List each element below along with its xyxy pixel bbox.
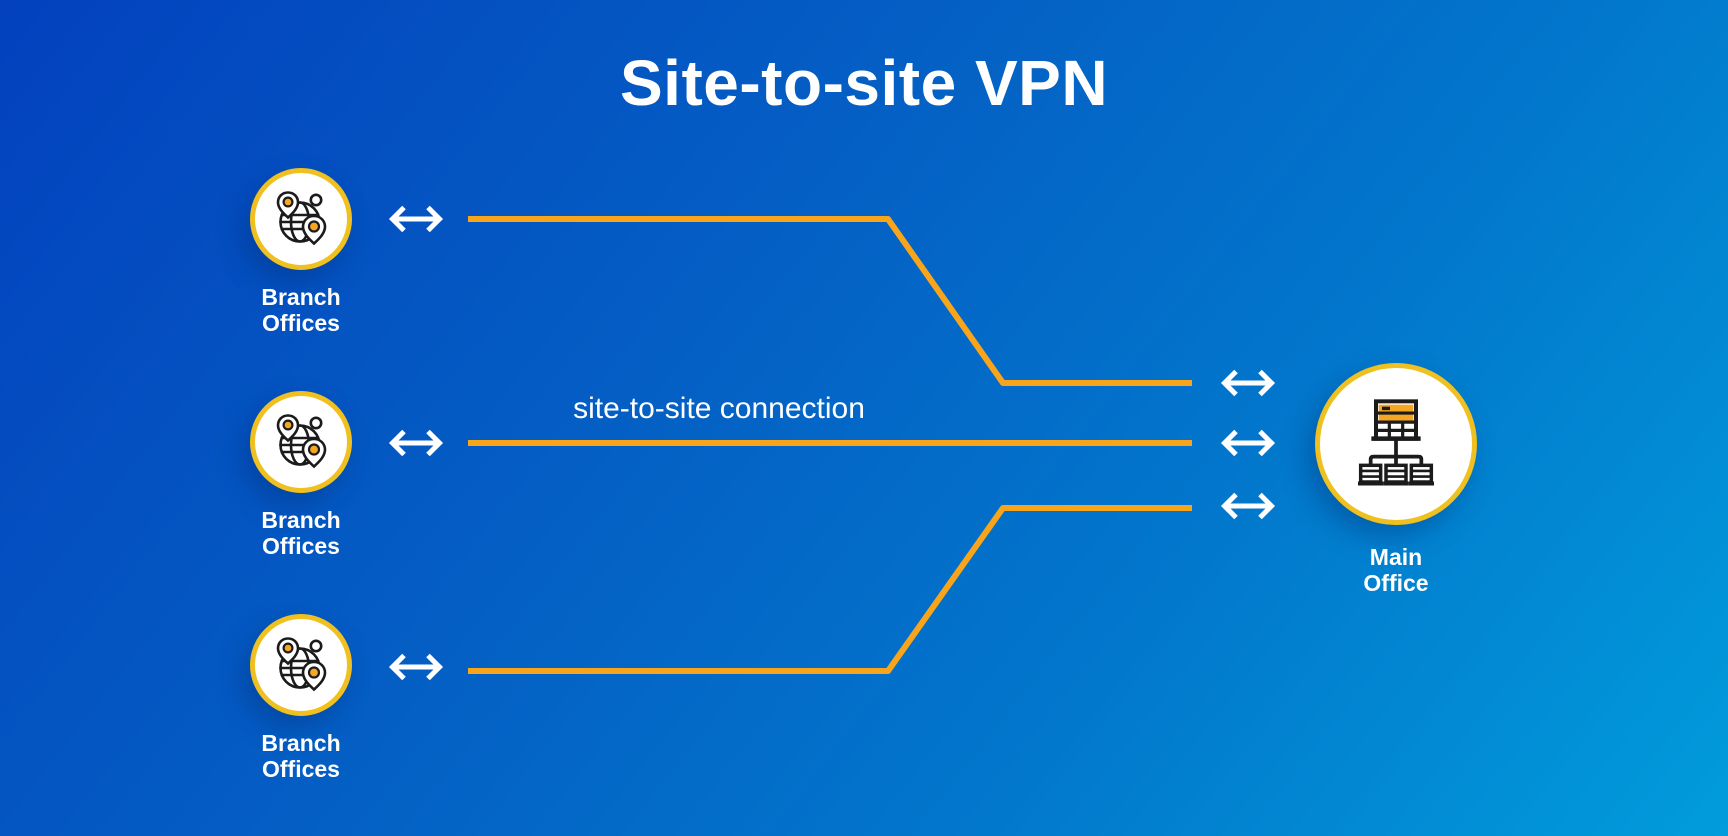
double-headed-arrow-icon <box>1220 369 1276 397</box>
connection-line-bottom <box>468 505 1192 674</box>
main-office-label: Main Office <box>1363 544 1429 596</box>
branch-office-label: Branch Offices <box>261 507 341 559</box>
globe-location-pins-icon <box>276 191 327 246</box>
globe-location-pins-icon <box>276 637 327 692</box>
double-headed-arrow-icon <box>388 429 444 457</box>
connection-label: site-to-site connection <box>573 392 865 425</box>
connection-line-top <box>468 216 1192 386</box>
branch-office-circle <box>250 391 352 493</box>
branch-office-circle <box>250 614 352 716</box>
page-title: Site-to-site VPN <box>619 47 1109 119</box>
globe-location-pins-icon <box>276 414 327 469</box>
double-headed-arrow-icon <box>1220 429 1276 457</box>
double-headed-arrow-icon <box>388 653 444 681</box>
branch-office-label: Branch Offices <box>261 284 341 336</box>
double-headed-arrow-icon <box>388 205 444 233</box>
office-network-icon <box>1358 399 1434 486</box>
main-office-circle <box>1315 363 1477 525</box>
double-headed-arrow-icon <box>1220 492 1276 520</box>
branch-office-label: Branch Offices <box>261 730 341 782</box>
branch-office-circle <box>250 168 352 270</box>
